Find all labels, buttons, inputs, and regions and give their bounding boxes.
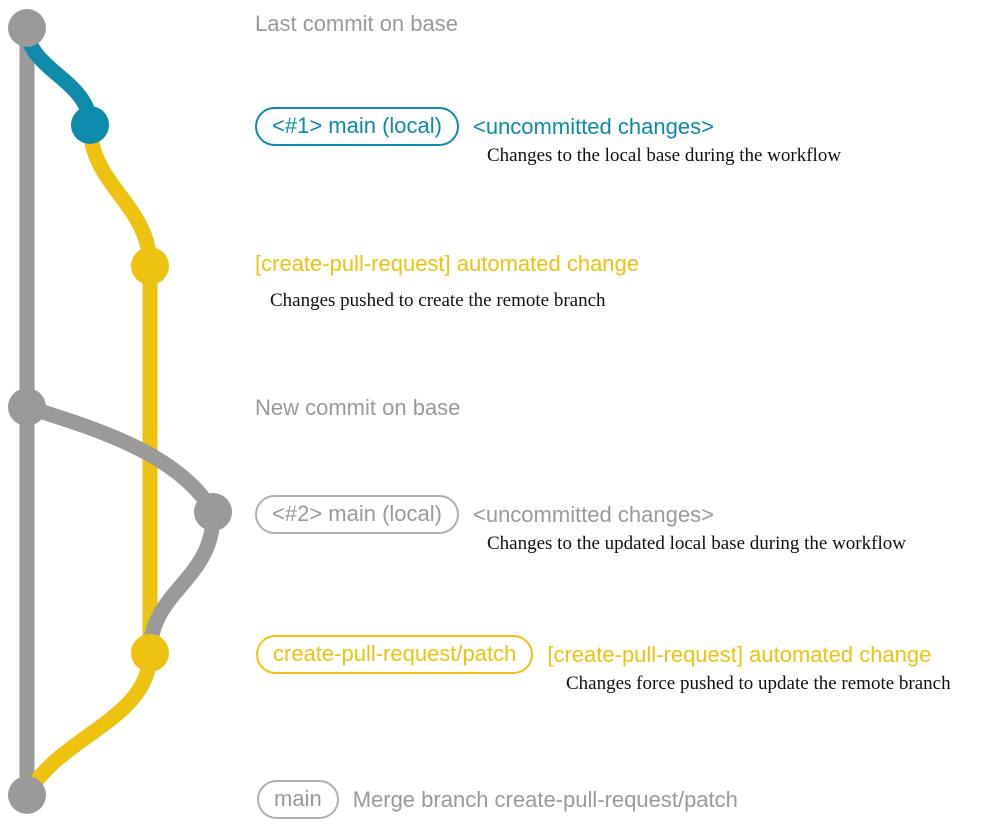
entry-remote-2: create-pull-request/patch [create-pull-r…	[256, 635, 932, 675]
node-local-1[interactable]	[71, 106, 109, 144]
entry-remote-2-headline: [create-pull-request] automated change	[547, 642, 932, 667]
branch-chip-local-1[interactable]: <#1> main (local)	[255, 107, 459, 147]
branch-chip-remote-2[interactable]: create-pull-request/patch	[256, 635, 534, 675]
node-local-2[interactable]	[194, 493, 232, 531]
entry-local-1: <#1> main (local) <uncommitted changes>	[255, 107, 714, 147]
entry-local-2-subline: Changes to the updated local base during…	[487, 533, 906, 554]
edge-local-1-to-remote-1	[82, 117, 158, 274]
entry-merge: main Merge branch create-pull-request/pa…	[257, 780, 738, 820]
entry-remote-1: [create-pull-request] automated change	[255, 252, 639, 275]
entry-last-commit-on-base-headline: Last commit on base	[255, 11, 458, 36]
entry-remote-2-subline: Changes force pushed to update the remot…	[566, 673, 951, 694]
entry-local-2-headline: <uncommitted changes>	[472, 502, 714, 527]
node-base-last[interactable]	[8, 9, 46, 47]
edge-remote-2-to-merge	[19, 645, 158, 803]
edge-base-new-to-local-2	[19, 399, 221, 520]
branch-chip-local-2[interactable]: <#2> main (local)	[255, 495, 459, 535]
node-base-new[interactable]	[8, 388, 46, 426]
entry-new-commit-on-base-headline: New commit on base	[255, 395, 461, 420]
entry-local-2: <#2> main (local) <uncommitted changes>	[255, 495, 714, 535]
node-remote-2[interactable]	[131, 634, 169, 672]
entry-remote-1-headline: [create-pull-request] automated change	[255, 251, 640, 276]
node-remote-1[interactable]	[131, 247, 169, 285]
node-base-merge[interactable]	[8, 776, 46, 814]
entry-local-1-headline: <uncommitted changes>	[472, 114, 714, 139]
entry-merge-headline: Merge branch create-pull-request/patch	[352, 787, 738, 812]
entry-remote-1-subline: Changes pushed to create the remote bran…	[270, 290, 606, 311]
entry-last-commit-on-base: Last commit on base	[255, 12, 458, 35]
edge-local-2-to-remote-2	[142, 504, 221, 661]
entry-new-commit-on-base: New commit on base	[255, 396, 460, 419]
branch-chip-main[interactable]: main	[257, 780, 339, 820]
entry-local-1-subline: Changes to the local base during the wor…	[487, 145, 842, 166]
